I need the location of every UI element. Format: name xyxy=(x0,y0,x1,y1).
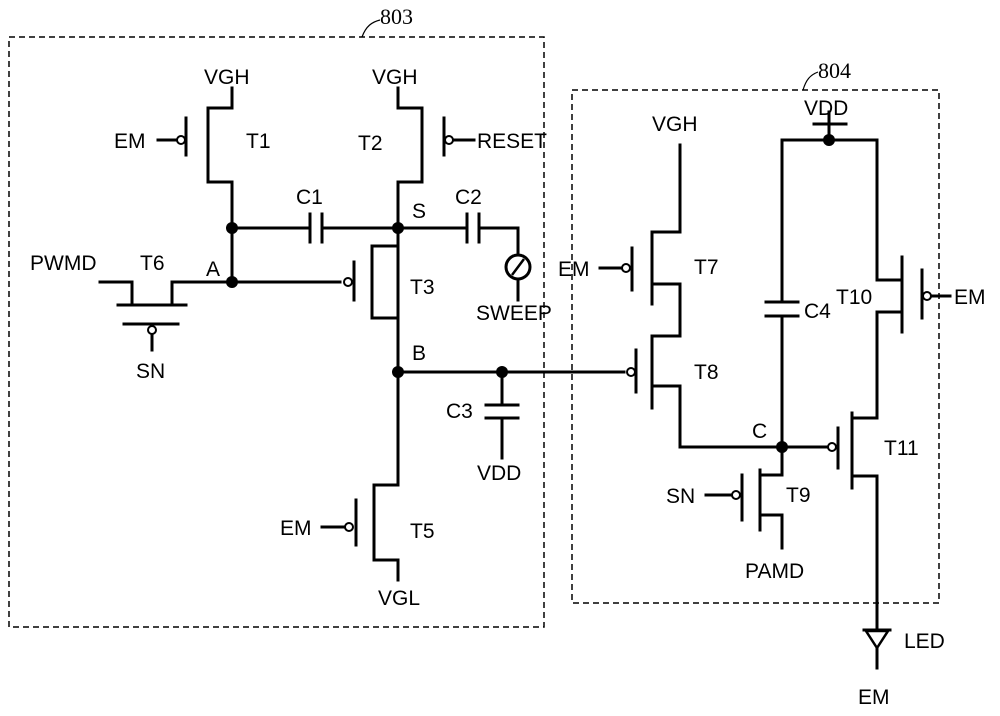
t10-label: T10 xyxy=(836,286,872,309)
node-a-label: A xyxy=(206,258,220,281)
reset-label: RESET xyxy=(477,130,547,153)
t5-gate-bubble xyxy=(345,523,353,531)
c2-wire xyxy=(398,228,518,254)
junction-c3 xyxy=(496,366,508,378)
t9-label: T9 xyxy=(786,484,811,507)
junction-t1-c1 xyxy=(226,222,238,234)
vgl-label: VGL xyxy=(378,587,420,610)
t8-label: T8 xyxy=(694,361,719,384)
t6-label: T6 xyxy=(140,252,165,275)
node-s-label: S xyxy=(412,200,426,223)
t7-gate-bubble xyxy=(622,264,630,272)
em-led-label: EM xyxy=(858,686,890,709)
block-804-boundary xyxy=(572,90,939,603)
c1-label: C1 xyxy=(296,186,323,209)
sn-t9-label: SN xyxy=(666,485,695,508)
wires xyxy=(100,88,950,668)
pwmd-label: PWMD xyxy=(30,252,97,275)
vdd-c3-label: VDD xyxy=(477,462,521,485)
t3-wire xyxy=(372,246,398,485)
c2-label: C2 xyxy=(455,186,482,209)
block-803-leader xyxy=(362,20,380,37)
block-804-label: 804 xyxy=(818,58,851,83)
em-t5-label: EM xyxy=(280,517,312,540)
t6-gate-bubble xyxy=(148,326,156,334)
c3-label: C3 xyxy=(446,400,473,423)
t7-rail xyxy=(652,145,680,232)
t6-wire xyxy=(100,282,232,305)
t7-t8-wire xyxy=(652,284,680,336)
sn-t6-label: SN xyxy=(136,360,165,383)
gate-bubbles xyxy=(148,136,931,531)
t1-label: T1 xyxy=(246,130,271,153)
c4-label: C4 xyxy=(804,300,831,323)
junction-dots xyxy=(226,134,835,453)
t7-label: T7 xyxy=(694,256,719,279)
em-t7-label: EM xyxy=(558,258,590,281)
t5-label: T5 xyxy=(410,520,435,543)
c4-plates xyxy=(766,302,798,316)
t9-gate-bubble xyxy=(732,491,740,499)
vgh-t1-label: VGH xyxy=(204,66,250,89)
node-s-dot xyxy=(392,222,404,234)
node-c-dot xyxy=(776,441,788,453)
vdd-top-label: VDD xyxy=(804,97,848,120)
t3-label: T3 xyxy=(410,276,435,299)
vgh-t2-label: VGH xyxy=(372,66,418,89)
t9-wire xyxy=(760,447,782,548)
node-c-label: C xyxy=(752,420,767,443)
sweep-label: SWEEP xyxy=(476,302,552,325)
t8-gate-bubble xyxy=(627,368,635,376)
c3-plates xyxy=(486,405,518,418)
t11-label: T11 xyxy=(884,437,919,460)
em-t10-label: EM xyxy=(954,286,986,309)
vdd-junction xyxy=(823,134,835,146)
t3-gate-bubble xyxy=(344,278,352,286)
block-804-leader xyxy=(803,72,818,90)
node-a-dot xyxy=(226,276,238,288)
led-icon xyxy=(866,631,888,648)
led-label: LED xyxy=(904,630,945,653)
t1-gate-bubble xyxy=(177,136,185,144)
vgh-t7-label: VGH xyxy=(652,113,698,136)
node-b-label: B xyxy=(412,342,426,365)
t10-gate-bubble xyxy=(923,292,931,300)
em-t1-label: EM xyxy=(114,130,146,153)
t11-gate-bubble xyxy=(828,443,836,451)
t10-wire xyxy=(877,140,902,418)
t2-label: T2 xyxy=(358,132,383,155)
t5-wire xyxy=(374,485,398,580)
c2-plates xyxy=(467,214,479,242)
block-803-boundary xyxy=(9,37,544,627)
block-803-label: 803 xyxy=(380,4,413,29)
pamd-label: PAMD xyxy=(745,560,804,583)
node-b-dot xyxy=(392,366,404,378)
c1-plates xyxy=(310,214,322,242)
t1-wire xyxy=(208,88,232,282)
t2-gate-bubble xyxy=(445,136,453,144)
sweep-source-icon xyxy=(506,255,530,279)
